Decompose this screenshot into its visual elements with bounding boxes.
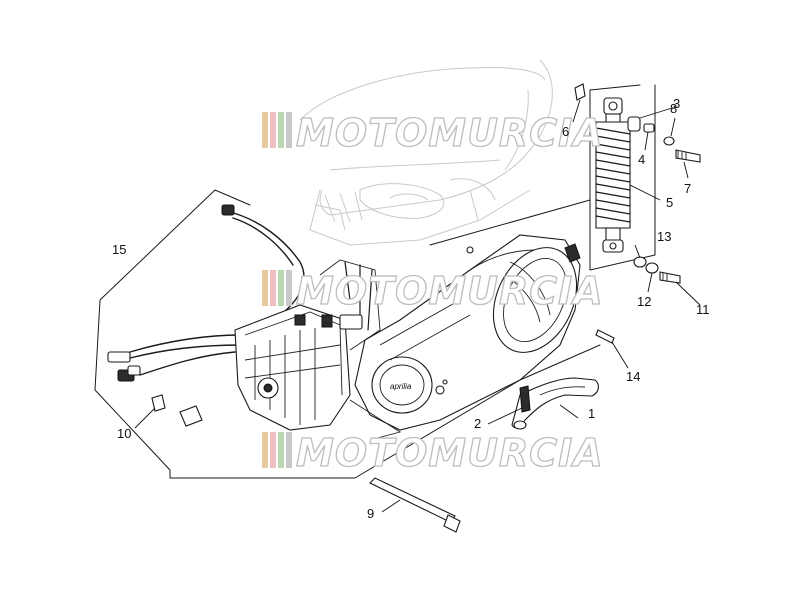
callout-3: 3	[673, 96, 680, 111]
callout-11: 11	[696, 302, 710, 317]
callout-labels: 1 2 3 4 5 6 7 8 9 10 11 12 13 14 15	[112, 96, 710, 521]
callout-13: 13	[657, 229, 671, 244]
callout-2: 2	[474, 416, 481, 431]
watermark-top: MOTOMURCIA	[262, 110, 604, 156]
callout-1: 1	[588, 406, 595, 421]
shock-absorber	[595, 97, 631, 253]
callout-8: 8	[670, 101, 677, 116]
callout-4: 4	[638, 152, 645, 167]
callout-12: 12	[637, 294, 651, 309]
callout-6: 6	[562, 124, 569, 139]
callout-15: 15	[112, 242, 126, 257]
watermark-text-bottom: MOTOMURCIA	[296, 431, 604, 475]
engine-block	[234, 259, 402, 441]
hardware-parts	[151, 83, 701, 533]
ghost-scooter-body	[299, 59, 553, 246]
watermark-text-top: MOTOMURCIA	[296, 111, 604, 155]
watermark-bottom: MOTOMURCIA	[262, 430, 604, 476]
watermark-middle: MOTOMURCIA	[262, 268, 604, 314]
callout-5: 5	[666, 195, 673, 210]
callout-10: 10	[117, 426, 131, 441]
callout-14: 14	[626, 369, 640, 384]
group-frame-outline	[94, 84, 656, 479]
wiring-harness	[107, 204, 305, 382]
leader-lines	[134, 99, 701, 513]
callout-9: 9	[367, 506, 374, 521]
engine-badge: aprilia	[390, 382, 412, 391]
callout-7: 7	[684, 181, 691, 196]
watermark-text-middle: MOTOMURCIA	[296, 269, 604, 313]
cvt-cover: aprilia	[354, 234, 581, 431]
